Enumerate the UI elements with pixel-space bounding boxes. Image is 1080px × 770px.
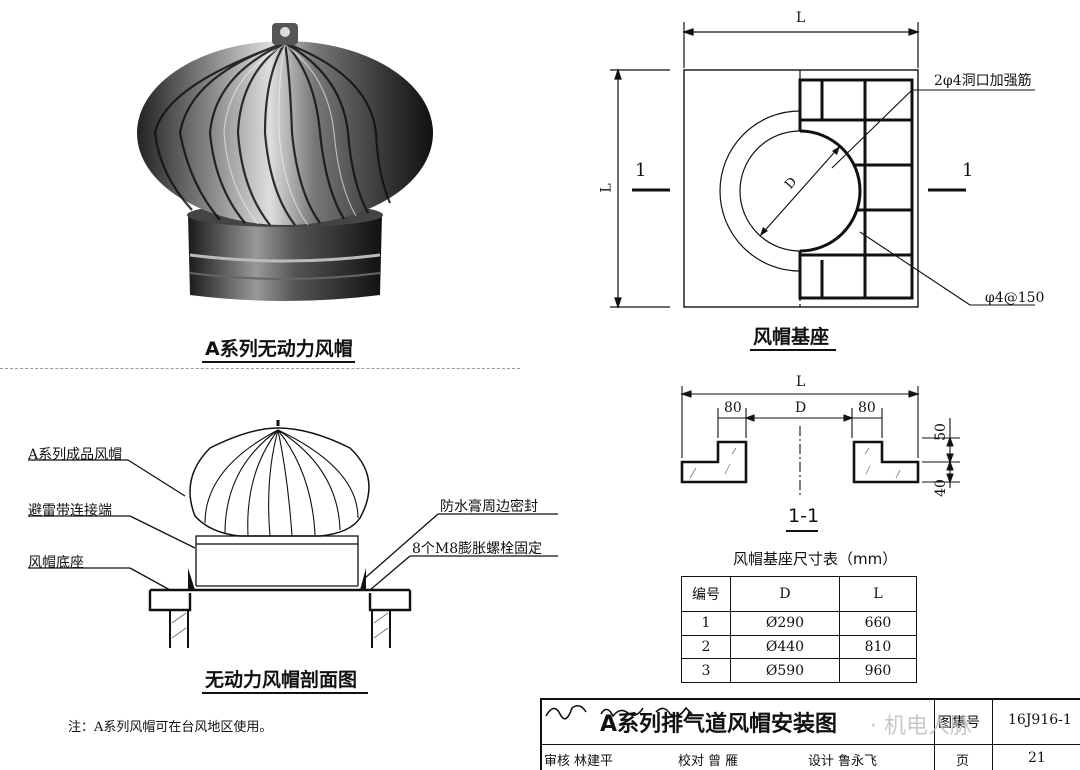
design-label: 设计	[808, 754, 835, 769]
table-header: L	[838, 576, 918, 612]
table-header: D	[730, 576, 840, 612]
sec-dim-mid: D	[795, 400, 807, 416]
callout-sealant: 防水膏周边密封	[440, 499, 538, 515]
table-header: 编号	[681, 576, 731, 612]
title-block-divider	[992, 700, 993, 770]
section-view-caption-underline	[202, 692, 368, 694]
table-cell: 2	[681, 634, 731, 660]
reviewer-signature	[545, 704, 587, 720]
page-number: 21	[1028, 750, 1046, 766]
atlas-number: 16J916-1	[1008, 712, 1072, 728]
size-table-title: 风帽基座尺寸表（mm）	[733, 550, 898, 568]
section-1-1-underline	[786, 530, 818, 532]
ventilator-section-drawing	[28, 420, 558, 648]
table-cell: 3	[681, 658, 731, 683]
title-block-divider	[542, 744, 1080, 745]
table-row: 3 Ø590 960	[681, 658, 918, 683]
plan-dim-left: L	[598, 183, 615, 193]
page-label: 页	[956, 754, 970, 769]
title-block-title: A系列排气道风帽安装图	[600, 712, 838, 737]
checker-signature	[600, 707, 644, 718]
reviewer-name: 林建平	[574, 754, 614, 769]
designer-signature	[655, 706, 693, 717]
base-plan-caption: 风帽基座	[753, 326, 830, 348]
designer-name: 鲁永飞	[838, 754, 878, 769]
sec-dim-right: 80	[858, 400, 876, 416]
checker-name: 曾 雁	[708, 754, 739, 769]
table-cell: 960	[838, 658, 918, 683]
watermark: · 机电人脉	[870, 714, 972, 739]
table-cell: Ø590	[730, 658, 840, 683]
table-cell: Ø440	[730, 634, 840, 660]
title-block-divider	[934, 700, 935, 770]
table-row: 2 Ø440 810	[681, 634, 918, 660]
photo-caption: A系列无动力风帽	[205, 338, 353, 360]
section-mark-left: 1	[635, 160, 647, 181]
size-table: 编号 D L 1 Ø290 660 2 Ø440 810 3 Ø590 960	[681, 576, 918, 683]
photo-caption-underline	[202, 361, 355, 363]
base-plan-caption-underline	[750, 349, 836, 351]
section-1-1-caption: 1-1	[788, 505, 820, 527]
turbine-ventilator-photo	[137, 23, 433, 301]
title-block: A系列排气道风帽安装图 图集号 16J916-1 审核 林建平 校对 曾 雁 设…	[540, 698, 1080, 770]
check-label: 校对	[678, 754, 705, 769]
sec-dim-h2: 40	[932, 479, 949, 497]
section-mark-right: 1	[962, 160, 974, 181]
callout-rebar: 2φ4洞口加强筋	[934, 73, 1032, 89]
callout-bolts: 8个M8膨胀螺栓固定	[412, 541, 543, 557]
table-cell: 810	[838, 634, 918, 660]
callout-cap-base: 风帽底座	[28, 555, 84, 571]
section-view-caption: 无动力风帽剖面图	[205, 669, 358, 691]
section-1-1-drawing	[680, 386, 960, 498]
sec-dim-h1: 50	[932, 423, 949, 441]
sec-dim-overall: L	[796, 374, 806, 390]
table-header-row: 编号 D L	[681, 576, 918, 612]
review-label: 审核	[544, 754, 571, 769]
table-cell: 1	[681, 611, 731, 636]
callout-mesh: φ4@150	[985, 290, 1045, 306]
sec-dim-left: 80	[724, 400, 742, 416]
callout-finished-cap: A系列成品风帽	[28, 447, 123, 463]
base-plan-drawing	[610, 22, 1035, 309]
table-cell: 660	[838, 611, 918, 636]
table-cell: Ø290	[730, 611, 840, 636]
callout-lightning: 避雷带连接端	[28, 503, 112, 519]
separator-line	[0, 368, 520, 369]
table-row: 1 Ø290 660	[681, 611, 918, 636]
drawing-note: 注：A系列风帽可在台风地区使用。	[68, 720, 273, 735]
plan-dim-top: L	[796, 10, 806, 26]
atlas-label: 图集号	[938, 715, 980, 731]
